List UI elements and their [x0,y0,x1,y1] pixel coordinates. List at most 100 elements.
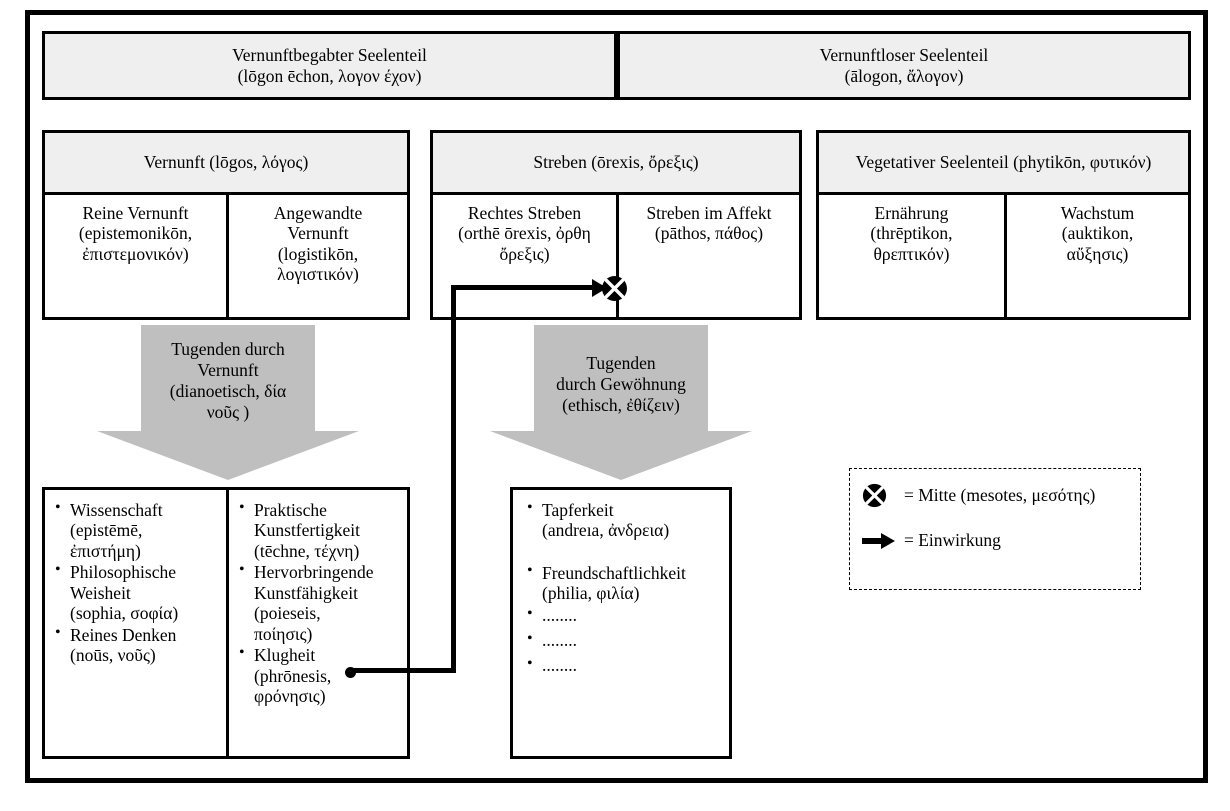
top-box-irrational-text: Vernunftloser Seelenteil (ālogon, ἄλογον… [620,34,1188,97]
list-item: Wissenschaft (epistēmē, ἐπιστήμη) [55,499,220,561]
arrow-line: νοῦς ) [206,402,250,422]
group-streben-divider [616,195,619,317]
virtue-box-dianoetic-divider [226,490,229,756]
bullet-list: Wissenschaft (epistēmē, ἐπιστήμη) Philos… [45,490,226,666]
circle-x-icon-svg [862,483,887,508]
list-item: Freundschaftlichkeit (philia, φιλία) [527,562,723,604]
item-line: (philia, φιλία) [542,583,640,604]
cell-line: Rechtes Streben [467,203,582,223]
item-line: ποίησις) [254,623,313,644]
item-line: (andreıa, ἀνδρεια) [542,520,670,541]
top-box-rational-text: Vernunftbegabter Seelenteil (lōgon ēchon… [45,34,614,97]
legend-label-einwirkung: = Einwirkung [904,530,1001,550]
block-arrow-ethisch-shape [490,325,752,480]
arrow-line: Tugenden durch [171,339,285,359]
arrow-right-icon [862,532,904,550]
cell-line: αὔξησις) [1066,243,1129,264]
item-line: ἐπιστήμη) [70,540,141,561]
bullet-list: Praktische Kunstfertigkeit (tēchne, τέχν… [229,490,407,707]
virtue-box-dianoetic: Wissenschaft (epistēmē, ἐπιστήμη) Philos… [42,487,410,759]
group-vernunft-divider [226,195,229,317]
group-streben-header-text: Streben (ōrexis, ὄρεξις) [533,152,699,173]
cell-reine-vernunft-text: Reine Vernunft (epistemonikōn, ἐπιστεμον… [45,195,226,317]
arrow-line: (dianoetisch, δία [169,381,287,401]
list-item: ........ [527,654,723,677]
cell-rechtes-streben-text: Rechtes Streben (orthē ōrexis, ὀρθη ὄρεξ… [433,195,616,317]
cell-line: Wachstum [1060,203,1135,223]
list-item: Tapferkeit (andreıa, ἀνδρεια) [527,499,723,541]
cell-ernaehrung: Ernährung (thrēptikon, θρεπτικόν) [819,195,1004,317]
cell-angewandte-vernunft-text: Angewandte Vernunft (logistikōn, λογιστι… [229,195,407,317]
legend-label-mitte: = Mitte (mesotes, μεσότης) [904,485,1096,505]
cell-ernaehrung-text: Ernährung (thrēptikon, θρεπτικόν) [819,195,1004,317]
item-line: Weisheit [70,582,131,603]
virtue-list-dianoetic-right: Praktische Kunstfertigkeit (tēchne, τέχν… [229,490,407,756]
cell-line: Ernährung [874,203,949,223]
legend-row-einwirkung: = Einwirkung [862,530,1001,551]
list-item: Hervorbringende Kunstfähigkeit (poieseis… [239,561,401,644]
cell-reine-vernunft: Reine Vernunft (epistemonikōn, ἐπιστεμον… [45,195,226,317]
cell-line: (auktikon, [1061,223,1134,244]
list-item-klugheit: Klugheit (phrōnesis, φρόνησις) [239,644,401,707]
connector-segment-vertical [451,285,456,673]
item-line: Hervorbringende [254,562,374,583]
item-line: Wissenschaft [70,500,163,520]
legend-row-mitte: = Mitte (mesotes, μεσότης) [862,483,1095,508]
arrow-line: Tugenden [586,353,656,373]
item-line: φρόνησις) [254,686,326,707]
group-vegetativ-divider [1004,195,1007,317]
block-arrow-ethisch: Tugenden durch Gewöhnung (ethisch, ἐθίζε… [490,325,752,480]
item-line: (sophia, σοφία) [70,603,179,624]
cell-streben-im-affekt: Streben im Affekt (pāthos, πάθος) [619,195,799,317]
item-line: (tēchne, τέχνη) [254,540,360,561]
list-item: ........ [527,629,723,652]
arrow-line: Vernunft [197,360,259,380]
item-line: Tapferkeit [542,500,614,520]
item-line: Kunstfertigkeit [254,520,360,541]
cell-wachstum-text: Wachstum (auktikon, αὔξησις) [1007,195,1188,317]
connector-segment-horizontal-bottom [350,668,456,673]
item-line: Praktische [254,500,327,520]
list-item: Praktische Kunstfertigkeit (tēchne, τέχν… [239,499,401,561]
block-arrow-dianoetisch-label: Tugenden durch Vernunft (dianoetisch, δί… [97,339,359,423]
group-vegetativ-header: Vegetativer Seelenteil (phytikōn, φυτικό… [819,133,1188,195]
top-box-rational: Vernunftbegabter Seelenteil (lōgon ēchon… [42,31,617,100]
cell-rechtes-streben: Rechtes Streben (orthē ōrexis, ὀρθη ὄρεξ… [433,195,616,317]
cell-line: ἐπιστεμονικόν) [82,243,189,264]
cell-line: ὄρεξις) [499,243,550,264]
item-line: (poieseis, [254,603,321,624]
item-line: Kunstfähigkeit [254,582,359,603]
group-vernunft-header: Vernunft (lōgos, λόγος) [45,133,407,195]
legend-box: = Mitte (mesotes, μεσότης) = Einwirkung [849,468,1141,590]
top-box-irrational-line1: Vernunftloser Seelenteil [819,45,989,66]
cell-line: Angewandte [273,203,363,223]
top-box-irrational-line2: (ālogon, ἄλογον) [844,65,964,86]
cell-line: Vernunft [287,223,349,244]
circle-x-icon [862,483,904,508]
block-arrow-dianoetisch: Tugenden durch Vernunft (dianoetisch, δί… [97,325,359,480]
list-item: Reines Denken (noūs, νοῦς) [55,624,220,666]
cell-streben-im-affekt-text: Streben im Affekt (pāthos, πάθος) [619,195,799,317]
bullet-list: Tapferkeit (andreıa, ἀνδρεια) Freundscha… [513,490,729,677]
mitte-symbol-svg [602,276,627,301]
arrow-line: (ethisch, ἐθίζειν) [562,395,680,415]
item-line: Klugheit [254,645,316,666]
cell-angewandte-vernunft: Angewandte Vernunft (logistikōn, λογιστι… [229,195,407,317]
top-box-rational-line2: (lōgon ēchon, λογον έχον) [237,65,422,86]
arrow-right-icon-svg [862,532,895,549]
cell-line: (logistikōn, [277,243,359,264]
group-vegetativ-header-text: Vegetativer Seelenteil (phytikōn, φυτικό… [855,152,1152,173]
item-line: Reines Denken [70,624,177,645]
cell-line: (thrēptikon, [870,223,953,244]
group-vernunft-header-text: Vernunft (lōgos, λόγος) [143,152,309,173]
cell-line: Reine Vernunft [82,203,189,223]
block-arrow-ethisch-label: Tugenden durch Gewöhnung (ethisch, ἐθίζε… [490,353,752,416]
top-box-rational-line1: Vernunftbegabter Seelenteil [232,45,427,66]
cell-line: θρεπτικόν) [873,243,950,264]
cell-line: (pāthos, πάθος) [654,223,764,244]
cell-wachstum: Wachstum (auktikon, αὔξησις) [1007,195,1188,317]
group-vegetativ: Vegetativer Seelenteil (phytikōn, φυτικό… [816,130,1191,320]
mitte-symbol-icon [601,275,628,302]
item-line: (phrōnesis, [254,665,332,686]
